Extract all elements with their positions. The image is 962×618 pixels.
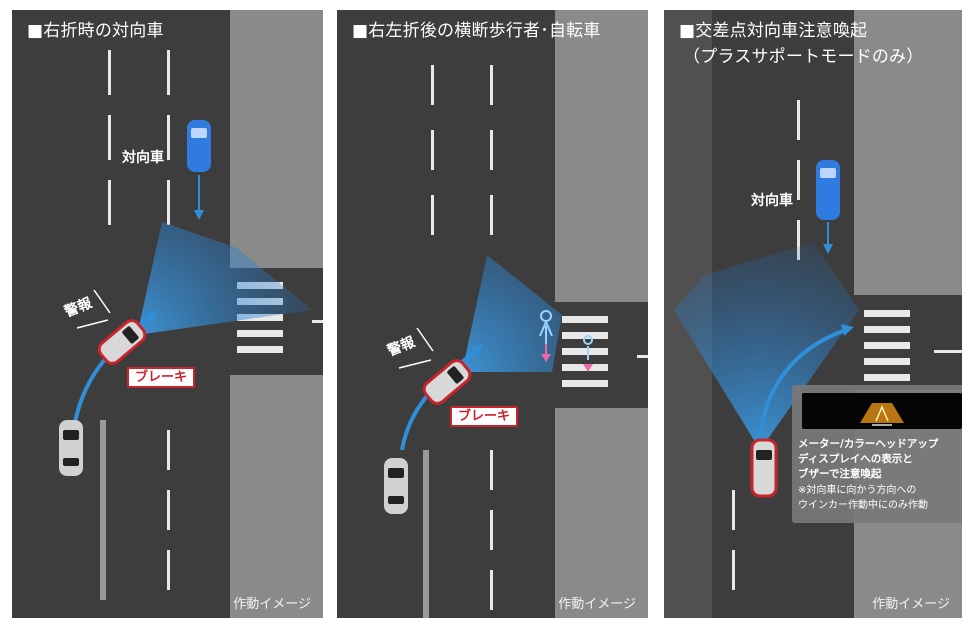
sensor-field: [674, 242, 859, 450]
turn-path-arrow: [400, 348, 479, 451]
meter-warning-graphic: [860, 403, 904, 426]
note-text: ※対向車に向かう方向への ウインカー作動中にのみ作動: [798, 483, 928, 513]
panel-title: ■交差点対向車注意喚起 （プラスサポートモードのみ）: [679, 18, 923, 70]
meter-display-image: [802, 393, 962, 429]
turn-path-arrow: [758, 328, 847, 451]
sidewalk-upper: [555, 10, 648, 302]
oncoming-car: [187, 120, 211, 220]
panel-subtitle: （プラスサポートモードのみ）: [683, 47, 924, 67]
panel-intersection-oncoming-alert: ■交差点対向車注意喚起 （プラスサポートモードのみ） 対向車 メーター/カラーヘ…: [664, 10, 962, 618]
sidewalk-upper: [854, 10, 962, 295]
panel-title: ■右折時の対向車: [27, 21, 164, 41]
info-line: ディスプレイへの表示と: [798, 453, 913, 465]
following-car: [59, 420, 83, 476]
scene-illustration: [384, 10, 648, 618]
sidewalk-lower: [230, 375, 323, 618]
scene-illustration: [664, 10, 962, 618]
caption: 作動イメージ: [233, 597, 311, 612]
note-line: ウインカー作動中にのみ作動: [798, 500, 928, 511]
sensor-field: [137, 222, 312, 335]
caption: 作動イメージ: [558, 597, 636, 612]
caption: 作動イメージ: [872, 597, 950, 612]
info-text: メーター/カラーヘッドアップ ディスプレイへの表示と ブザーで注意喚起: [798, 437, 938, 482]
brake-label: ブレーキ: [127, 367, 196, 388]
ego-car: [750, 438, 778, 498]
meter-display-callout: メーター/カラーヘッドアップ ディスプレイへの表示と ブザーで注意喚起 ※対向車…: [792, 385, 962, 523]
crosswalk: [562, 316, 608, 387]
oncoming-car: [816, 160, 840, 254]
sidewalk-upper: [230, 10, 323, 268]
lane-markings: [732, 100, 962, 590]
ego-car: [97, 319, 147, 365]
oncoming-car-label: 対向車: [122, 150, 164, 166]
panel-title: ■右左折後の横断歩行者･自転車: [352, 21, 601, 41]
following-car: [384, 458, 408, 514]
warning-marks: [76, 289, 111, 329]
scene-illustration: [59, 10, 323, 618]
crosswalk: [864, 310, 910, 381]
sensor-field: [462, 255, 562, 372]
cyclist-icon: [583, 335, 593, 372]
pedestrian-icon: [539, 310, 553, 362]
lane-markings: [423, 65, 648, 618]
panel-title-main: ■交差点対向車注意喚起: [679, 21, 868, 41]
sidewalk-lower: [555, 408, 648, 618]
brake-label: ブレーキ: [450, 406, 519, 427]
info-line: メーター/カラーヘッドアップ: [798, 438, 939, 450]
panel-pedestrian-cyclist: ■右左折後の横断歩行者･自転車 警報 ブレーキ 作動イメージ: [337, 10, 648, 618]
lane-markings: [100, 50, 323, 600]
ego-car: [422, 359, 472, 405]
warning-marks: [398, 327, 434, 369]
oncoming-car-label: 対向車: [751, 193, 793, 209]
info-line: ブザーで注意喚起: [798, 468, 882, 480]
note-line: ※対向車に向かう方向への: [798, 485, 917, 496]
panel-right-turn-oncoming: ■右折時の対向車 対向車 警報 ブレーキ 作動イメージ: [12, 10, 323, 618]
